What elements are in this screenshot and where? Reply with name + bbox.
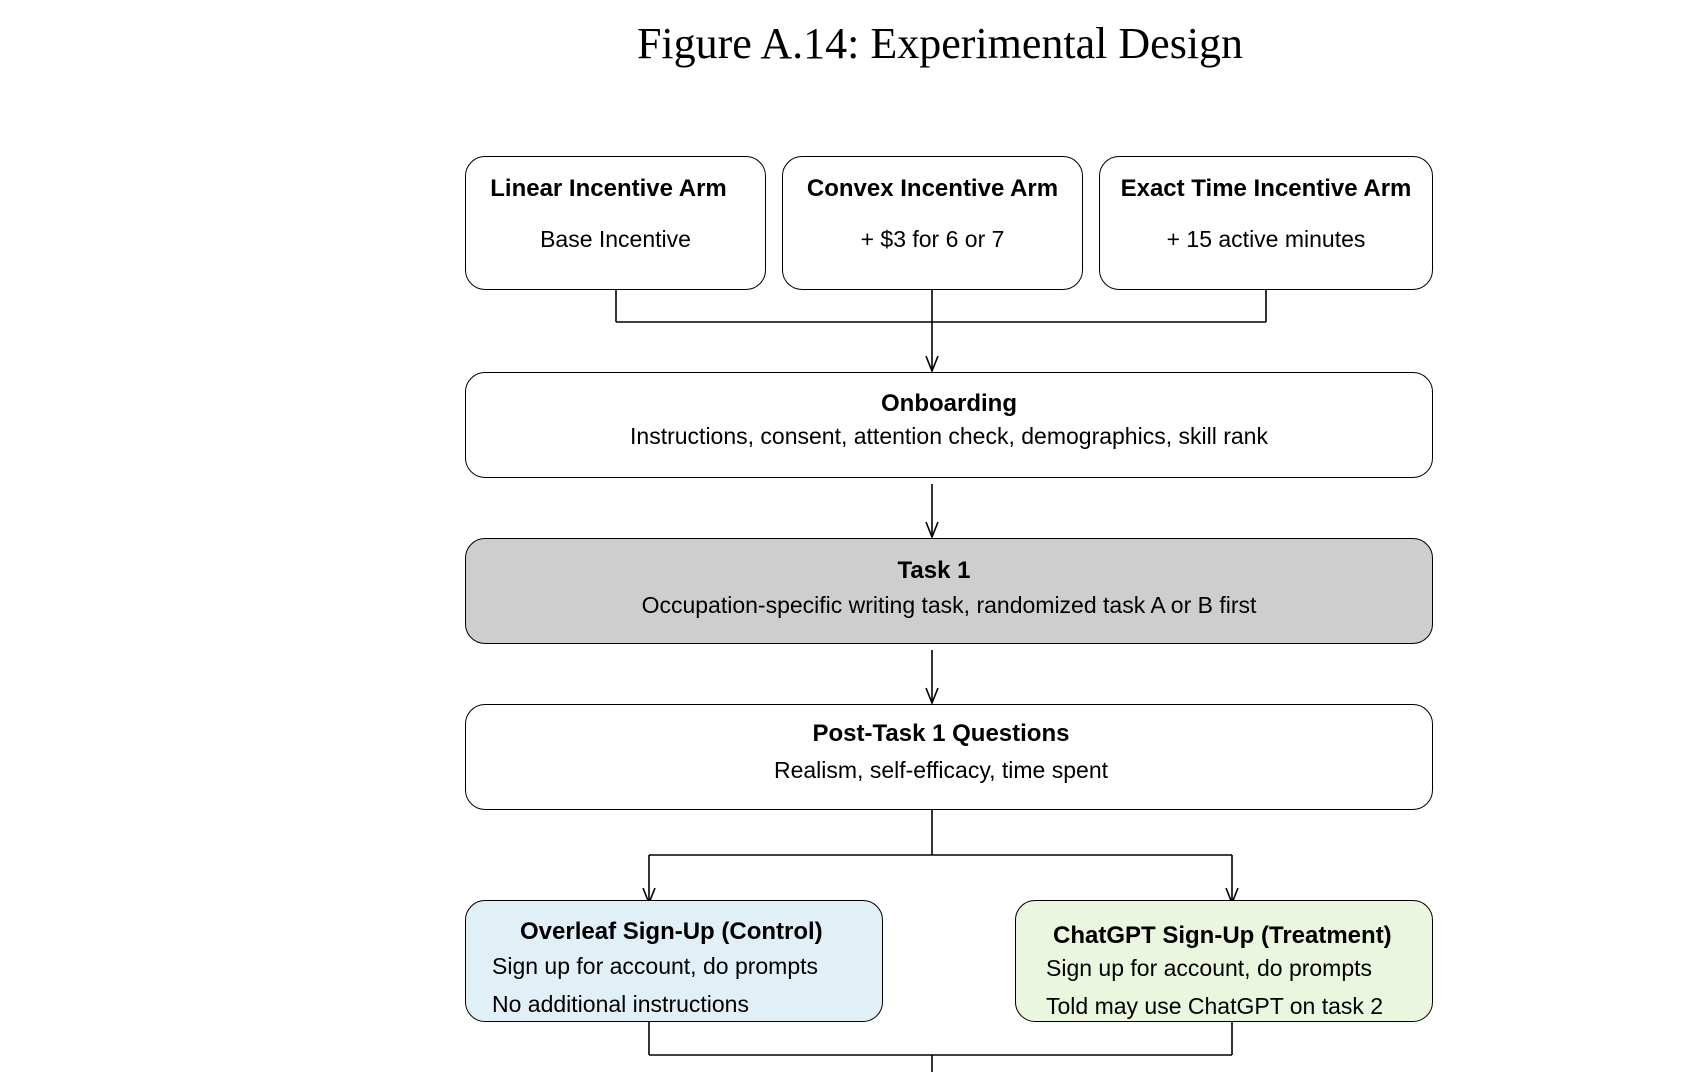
post-task1-box: Post-Task 1 Questions Realism, self-effi… xyxy=(465,704,1433,810)
treatment-line1: Sign up for account, do prompts xyxy=(1046,955,1373,981)
task1-box: Task 1 Occupation-specific writing task,… xyxy=(465,538,1433,644)
linear-arm-detail: Base Incentive xyxy=(540,226,691,252)
exact-time-arm-detail: + 15 active minutes xyxy=(1166,226,1366,252)
onboarding-box: Onboarding Instructions, consent, attent… xyxy=(465,372,1433,478)
task1-detail: Occupation-specific writing task, random… xyxy=(641,592,1257,618)
treatment-line2: Told may use ChatGPT on task 2 xyxy=(1046,993,1384,1019)
task1-title: Task 1 xyxy=(897,557,971,584)
post-task1-title: Post-Task 1 Questions xyxy=(812,720,1070,747)
onboarding-title: Onboarding xyxy=(881,390,1017,417)
control-line1: Sign up for account, do prompts xyxy=(492,953,819,979)
figure-title: Figure A.14: Experimental Design xyxy=(636,19,1244,68)
exact-time-arm-title: Exact Time Incentive Arm xyxy=(1120,175,1412,202)
arrowhead-task1 xyxy=(925,521,939,540)
onboarding-detail: Instructions, consent, attention check, … xyxy=(630,423,1268,449)
control-line2: No additional instructions xyxy=(492,991,749,1017)
convex-arm-title: Convex Incentive Arm xyxy=(806,175,1059,202)
treatment-title: ChatGPT Sign-Up (Treatment) xyxy=(1053,922,1392,949)
linear-incentive-arm-box: Linear Incentive Arm Base Incentive xyxy=(465,156,766,290)
convex-incentive-arm-box: Convex Incentive Arm + $3 for 6 or 7 xyxy=(782,156,1083,290)
arrowhead-post xyxy=(925,687,939,706)
exact-time-incentive-arm-box: Exact Time Incentive Arm + 15 active min… xyxy=(1099,156,1433,290)
convex-arm-detail: + $3 for 6 or 7 xyxy=(860,226,1005,252)
treatment-signup-box: ChatGPT Sign-Up (Treatment) Sign up for … xyxy=(1015,900,1433,1022)
arrowhead-onboarding xyxy=(925,355,939,374)
linear-arm-title: Linear Incentive Arm xyxy=(490,175,727,202)
control-title: Overleaf Sign-Up (Control) xyxy=(520,918,823,945)
post-task1-detail: Realism, self-efficacy, time spent xyxy=(773,757,1109,783)
control-signup-box: Overleaf Sign-Up (Control) Sign up for a… xyxy=(465,900,883,1022)
